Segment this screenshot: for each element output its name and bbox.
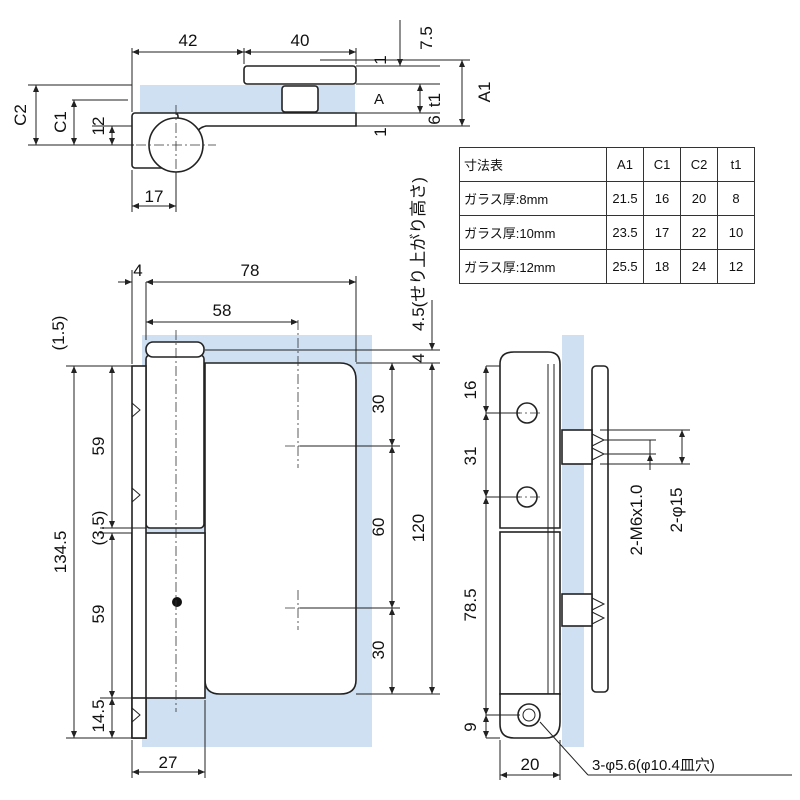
side-clamp-screw-upper [561, 429, 593, 465]
dim-a1: A1 [475, 82, 494, 103]
table-cell: 12 [717, 249, 755, 284]
side-glass-strip [562, 335, 584, 747]
dim-holes: 3-φ5.6(φ10.4皿穴) [592, 757, 715, 774]
dim-4-right: 4 [409, 353, 428, 362]
dim-59-lower: 59 [89, 605, 108, 624]
table-cell: 20 [680, 181, 718, 216]
table-cell: 25.5 [606, 249, 644, 284]
row-label: ガラス厚:8mm [459, 181, 607, 216]
table-cell: 17 [643, 215, 681, 250]
table-row: ガラス厚:10mm 23.5 17 22 10 [459, 215, 755, 250]
table-cell: 8 [717, 181, 755, 216]
dim-58: 58 [213, 301, 232, 320]
col-header: C2 [680, 147, 718, 182]
top-clamp-plate [243, 65, 357, 85]
dim-c2: C2 [11, 104, 30, 126]
col-header: t1 [717, 147, 755, 182]
front-view: 4 78 58 (1.5) 134.5 59 (3.5) 59 14.5 27 [49, 177, 440, 778]
row-label: ガラス厚:10mm [459, 215, 607, 250]
front-wall-plate [131, 365, 147, 739]
table-row: ガラス厚:12mm 25.5 18 24 12 [459, 249, 755, 284]
table-cell: 24 [680, 249, 718, 284]
dim-4-5-rise: 4.5(せり上がり高さ) [409, 177, 428, 331]
side-lower-body [499, 531, 561, 695]
top-view: 42 40 7.5 1 t1 A1 6 1 A C2 C1 12 17 [11, 20, 494, 212]
table-cell: 23.5 [606, 215, 644, 250]
front-pivot-dot [172, 597, 182, 607]
dim-27: 27 [159, 753, 178, 772]
top-glass-band [140, 85, 355, 113]
dim-16: 16 [461, 381, 480, 400]
table-cell: 21.5 [606, 181, 644, 216]
side-clamp-plate [591, 365, 609, 693]
dim-20: 20 [521, 755, 540, 774]
table-cell: 10 [717, 215, 755, 250]
front-upper-barrel [145, 354, 205, 529]
dim-120: 120 [409, 514, 428, 542]
dim-1-lower: 1 [371, 127, 390, 136]
dim-40: 40 [291, 31, 310, 50]
col-header: A1 [606, 147, 644, 182]
front-bottom-foot [131, 697, 147, 739]
dim-17: 17 [145, 187, 164, 206]
side-upper-body [499, 351, 561, 529]
dim-78: 78 [241, 261, 260, 280]
dimension-table: 寸法表 A1 C1 C2 t1 ガラス厚:8mm 21.5 16 20 8 ガラ… [459, 147, 755, 284]
dim-6: 6 [425, 115, 444, 124]
table-cell: 22 [680, 215, 718, 250]
dim-30-lower: 30 [369, 641, 388, 660]
side-view: 16 31 78.5 9 20 2-M6x1.0 2-φ15 3-φ5.6(φ1… [461, 335, 792, 780]
table-cell: 16 [643, 181, 681, 216]
front-screw-3 [131, 707, 141, 723]
dim-30-upper: 30 [369, 395, 388, 414]
dim-59-upper: 59 [89, 437, 108, 456]
top-clamp-screw [281, 85, 319, 113]
side-clamp-screw-lower [561, 593, 593, 627]
dim-1-upper: 1 [371, 55, 390, 64]
front-screw-2 [131, 487, 141, 503]
dim-3-5: (3.5) [89, 511, 108, 546]
dim-60: 60 [369, 518, 388, 537]
dim-7-5: 7.5 [417, 26, 436, 50]
dim-thread: 2-M6x1.0 [627, 485, 646, 556]
dim-t1: t1 [425, 93, 444, 107]
dim-12: 12 [89, 117, 108, 136]
col-header: C1 [643, 147, 681, 182]
dim-4-top: 4 [133, 261, 142, 280]
table-cell: 18 [643, 249, 681, 284]
row-label: ガラス厚:12mm [459, 249, 607, 284]
front-top-cap [145, 341, 205, 358]
top-arm-plate [175, 112, 357, 141]
dim-9: 9 [461, 722, 480, 731]
dim-78-5: 78.5 [461, 588, 480, 621]
dim-a-label: A [374, 91, 384, 108]
dim-134-5: 134.5 [51, 531, 70, 574]
front-glass-plate [204, 362, 357, 695]
dim-14-5: 14.5 [89, 699, 108, 732]
front-screw-1 [131, 402, 141, 418]
dim-phi15: 2-φ15 [667, 487, 686, 532]
side-screw-bottom [517, 703, 541, 727]
dim-1-5: (1.5) [49, 316, 68, 351]
dim-31: 31 [461, 447, 480, 466]
dim-42: 42 [179, 31, 198, 50]
table-title: 寸法表 [459, 147, 607, 182]
table-row: ガラス厚:8mm 21.5 16 20 8 [459, 181, 755, 216]
table-header-row: 寸法表 A1 C1 C2 t1 [459, 147, 755, 182]
dim-c1: C1 [51, 111, 70, 133]
